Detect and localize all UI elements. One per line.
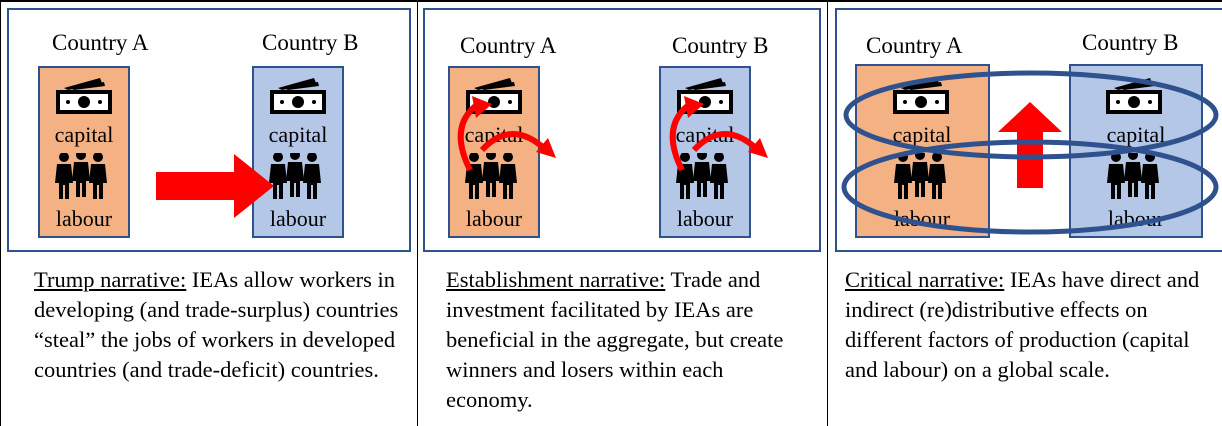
country-b-label: Country B	[1082, 30, 1179, 55]
capital-label: capital	[268, 122, 328, 147]
caption-title: Trump narrative:	[34, 267, 187, 292]
caption-title: Critical narrative:	[845, 267, 1005, 292]
country-a-label: Country A	[866, 33, 963, 58]
capital-label: capital	[1106, 122, 1166, 147]
people-icon	[268, 153, 324, 201]
money-icon	[270, 78, 326, 114]
caption-title: Establishment narrative:	[446, 267, 666, 292]
column-divider-1	[417, 0, 418, 426]
panel-trump	[7, 8, 411, 252]
caption-text: Trade and investment facilitated by IEAs…	[446, 267, 784, 412]
people-icon	[1106, 153, 1162, 201]
labour-label: labour	[55, 206, 113, 231]
panel-critical	[835, 8, 1222, 252]
people-icon	[54, 153, 110, 201]
caption-critical: Critical narrative: IEAs have direct and…	[845, 265, 1217, 385]
labour-label: labour	[893, 206, 951, 231]
money-icon	[56, 78, 112, 114]
people-icon	[464, 153, 520, 201]
money-icon	[1106, 78, 1162, 114]
money-icon	[677, 78, 733, 114]
country-b-label: Country B	[672, 33, 769, 58]
panel-establishment	[423, 8, 821, 252]
table-left-border	[0, 0, 1, 426]
people-icon	[893, 153, 949, 201]
table-top-border	[0, 0, 1222, 2]
labour-label: labour	[269, 206, 327, 231]
labour-label: labour	[1107, 206, 1165, 231]
capital-label: capital	[892, 122, 952, 147]
money-icon	[466, 78, 522, 114]
people-icon	[675, 153, 731, 201]
country-a-label: Country A	[460, 33, 557, 58]
caption-text: IEAs have direct and indirect (re)distri…	[845, 267, 1200, 382]
country-a-label: Country A	[52, 30, 149, 55]
capital-label: capital	[464, 122, 524, 147]
labour-label: labour	[676, 206, 734, 231]
caption-text: IEAs allow workers in developing (and tr…	[34, 267, 399, 382]
caption-establishment: Establishment narrative: Trade and inves…	[446, 265, 808, 415]
money-icon	[893, 78, 949, 114]
caption-trump: Trump narrative: IEAs allow workers in d…	[34, 265, 404, 385]
column-divider-2	[827, 0, 828, 426]
capital-label: capital	[54, 122, 114, 147]
capital-label: capital	[675, 122, 735, 147]
country-b-label: Country B	[262, 30, 359, 55]
labour-label: labour	[465, 206, 523, 231]
